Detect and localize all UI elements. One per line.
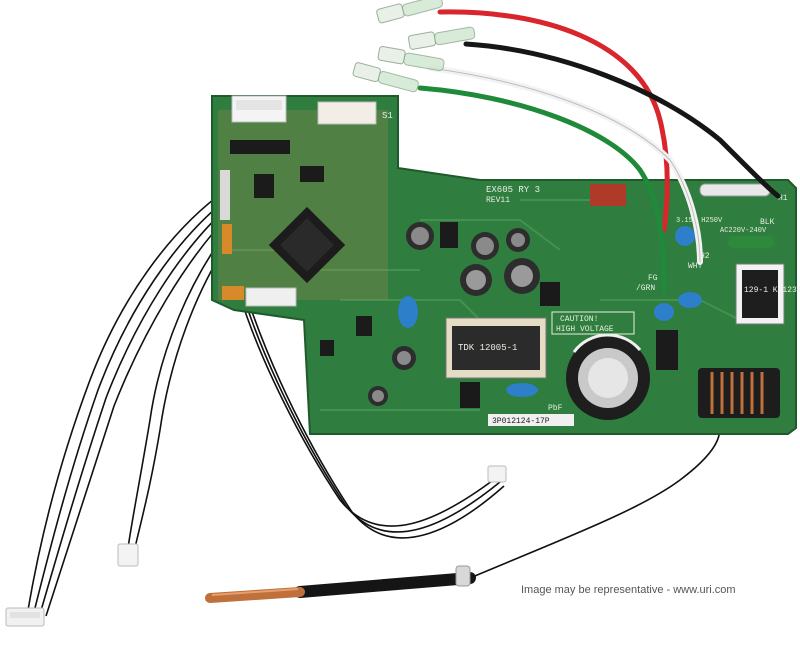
fuse-label: 3.15A H250V [676, 217, 723, 225]
mosfet [460, 282, 560, 408]
silkscreen-labels: EX605 RY 3 REV11 CAUTION! HIGH VOLTAGE 3… [486, 185, 788, 426]
side-connector-white [245, 287, 297, 307]
relay [590, 184, 626, 206]
sensor-connector-left [5, 607, 45, 627]
part-number-label: 3P012124-17P [492, 417, 550, 426]
transformer-label: TDK 12005-1 [458, 343, 517, 353]
common-mode-choke [698, 368, 780, 418]
model-label: EX605 RY 3 [486, 185, 540, 195]
power-wires [417, 9, 781, 295]
watermark-caption: Image may be representative - www.uri.co… [521, 584, 736, 596]
main-filter-capacitor [566, 333, 650, 420]
caution-label: CAUTION! [560, 315, 598, 324]
lead-free-label: PbF [548, 404, 563, 413]
varistor [728, 236, 774, 248]
grn-label: /GRN [636, 284, 655, 293]
fg-label: FG [648, 274, 658, 283]
voltage-label: AC220V-240V [720, 227, 767, 235]
sensor-wires [27, 189, 721, 617]
revision-label: REV11 [486, 196, 510, 205]
high-voltage-label: HIGH VOLTAGE [556, 325, 614, 334]
thermistor-probe [205, 565, 476, 603]
top-connector-s1: S1 [317, 101, 393, 125]
spade-terminals [352, 0, 476, 93]
sensor-connector-middle [117, 543, 139, 567]
transformer: TDK 12005-1 [445, 317, 547, 379]
blue-capacitors [398, 226, 702, 397]
sensor-connector-right [487, 465, 507, 483]
h1-label: H1 [778, 194, 788, 203]
s1-label: S1 [382, 111, 393, 121]
wht-label: WHT [688, 262, 703, 271]
coil-label: 129-1 K 1234 [744, 286, 800, 295]
microcontroller-chip [268, 206, 346, 284]
inductor-coil: 129-1 K 1234 [735, 263, 800, 325]
top-connector-white [231, 95, 287, 123]
h2-label: H2 [700, 252, 710, 261]
blk-label: BLK [760, 218, 775, 227]
electrolytic-capacitors [368, 222, 540, 406]
side-connector-orange [220, 170, 244, 300]
fuse [699, 183, 771, 197]
small-ics [230, 140, 678, 370]
